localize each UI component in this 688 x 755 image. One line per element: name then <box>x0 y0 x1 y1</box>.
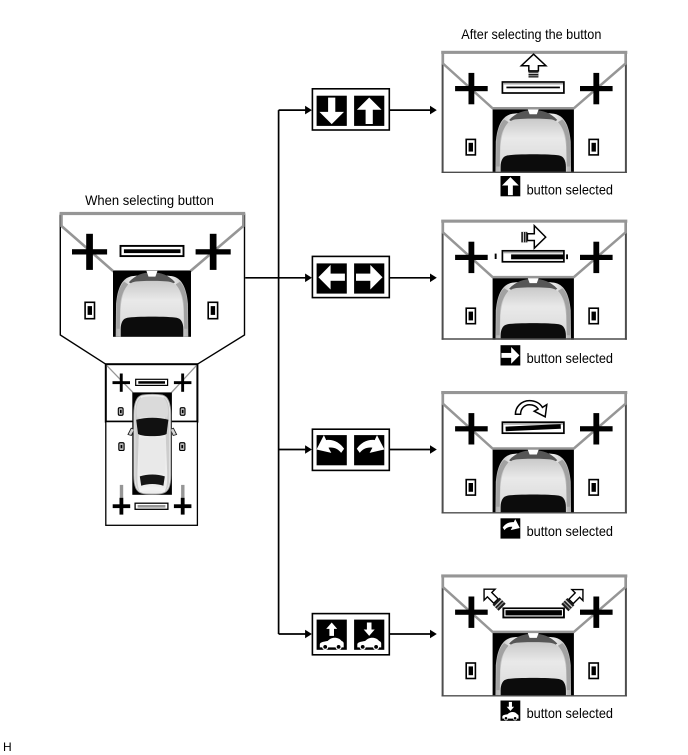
svg-text:When selecting button: When selecting button <box>85 192 214 208</box>
svg-text:button selected: button selected <box>527 350 613 366</box>
svg-text:H: H <box>3 740 12 754</box>
svg-text:After selecting the button: After selecting the button <box>461 26 601 42</box>
svg-text:button selected: button selected <box>527 182 613 198</box>
svg-text:button selected: button selected <box>527 705 613 721</box>
svg-text:button selected: button selected <box>527 523 613 539</box>
